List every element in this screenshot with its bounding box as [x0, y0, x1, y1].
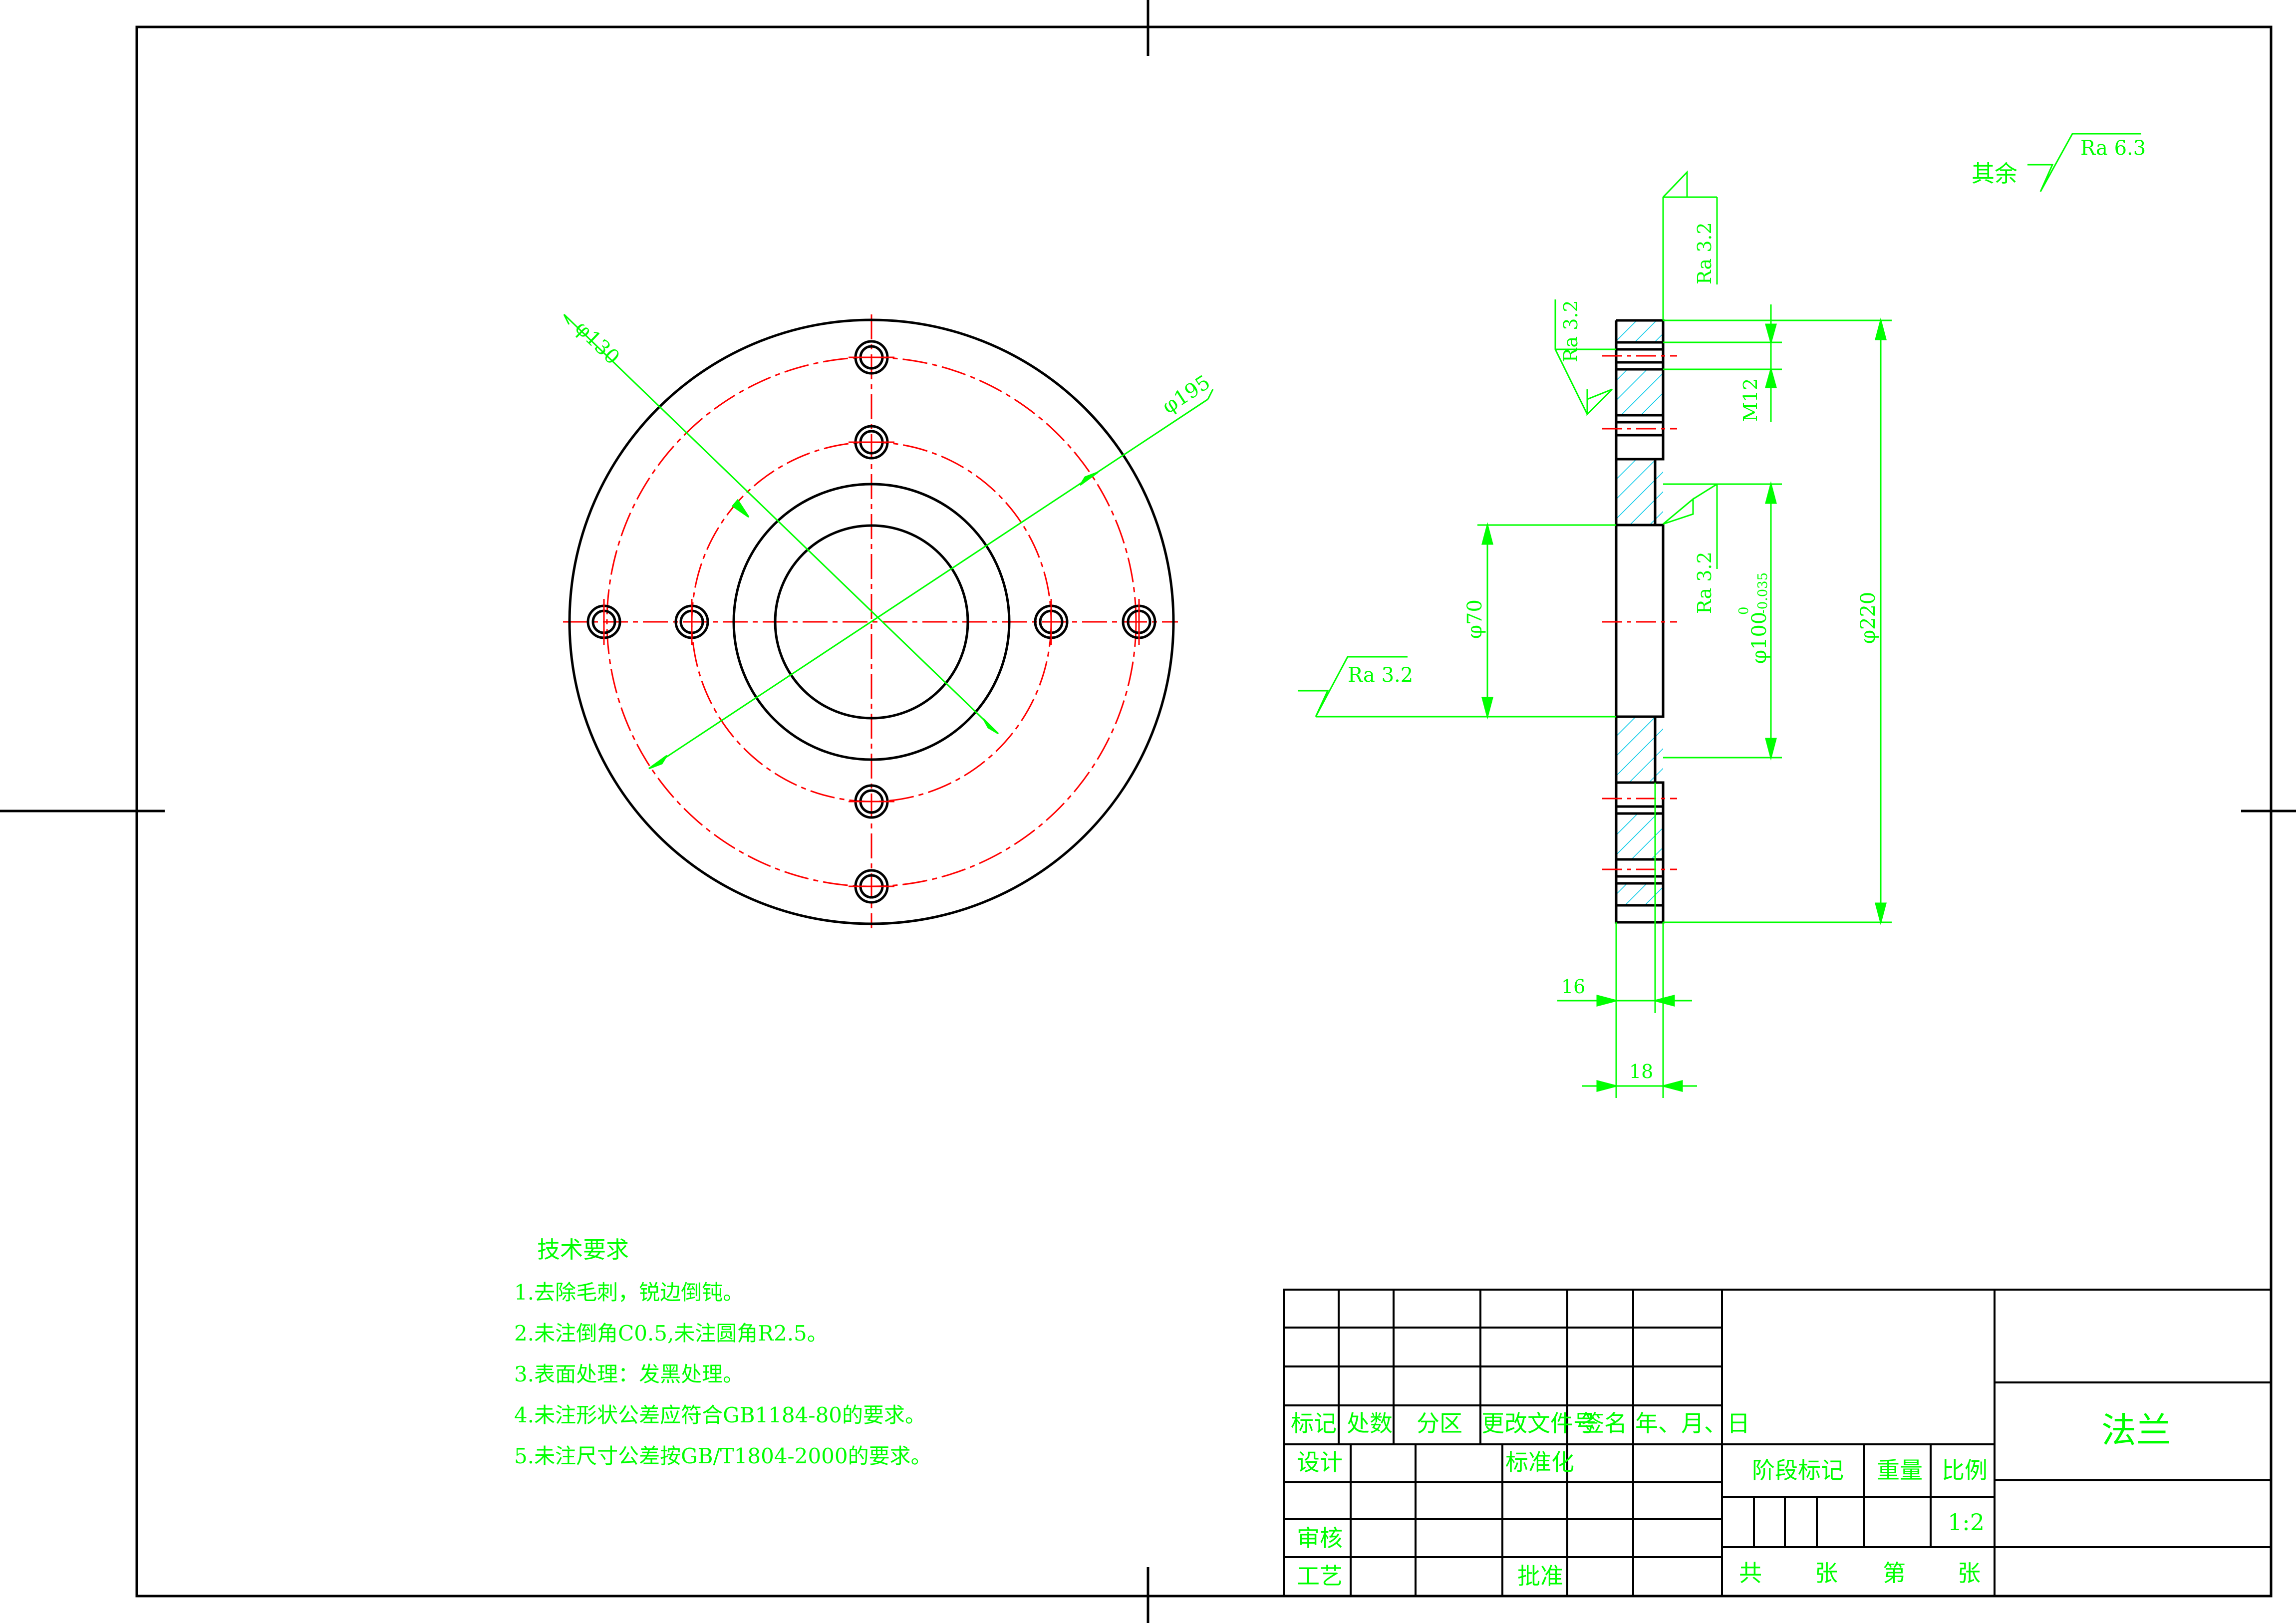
- tb-weight: 重量: [1877, 1457, 1923, 1484]
- dim-phi100-tol-lower: -0.035: [1755, 572, 1770, 614]
- tb-scale-label: 比例: [1942, 1457, 1988, 1484]
- dim-thickness-18-label: 18: [1629, 1061, 1653, 1082]
- tb-row-design: 设计: [1297, 1449, 1343, 1476]
- tech-requirement-item: 3.表面处理：发黑处理。: [514, 1362, 744, 1386]
- dim-phi100-tol-upper: 0: [1736, 606, 1751, 615]
- tb-col-count: 处数: [1347, 1410, 1393, 1437]
- surface-finish-top: Ra 3.2: [1694, 222, 1716, 284]
- tb-col-sign: 签名: [1581, 1410, 1627, 1437]
- tb-total-label: 共: [1739, 1560, 1762, 1587]
- tech-requirement-item: 4.未注形状公差应符合GB1184-80的要求。: [514, 1403, 926, 1427]
- tech-requirements-heading: 技术要求: [537, 1236, 629, 1263]
- tb-col-mark: 标记: [1291, 1410, 1337, 1437]
- surface-finish-general-value: Ra 6.3: [2080, 137, 2146, 160]
- dim-phi195-label: φ195: [1158, 371, 1214, 418]
- tb-col-date: 年、月、日: [1635, 1410, 1750, 1437]
- tb-row-review: 审核: [1297, 1525, 1343, 1552]
- tb-col-zone: 分区: [1417, 1410, 1462, 1437]
- dim-phi130-label: φ130: [571, 316, 624, 369]
- tb-sheet-label-2: 张: [1958, 1560, 1981, 1587]
- dim-thickness-16-label: 16: [1561, 976, 1585, 998]
- section-view: M12 φ70 φ100 0 -0.035 φ220 16 18: [1463, 197, 1892, 1098]
- front-dimensions: [563, 313, 1214, 770]
- tb-nth-label: 第: [1883, 1560, 1906, 1587]
- tb-part-name: 法兰: [2101, 1410, 2171, 1451]
- tb-sheet-label: 张: [1815, 1560, 1838, 1587]
- tb-scale-value: 1:2: [1948, 1509, 1985, 1536]
- front-outlines: [568, 318, 1175, 925]
- dim-phi100-label: φ100: [1748, 612, 1771, 664]
- tb-col-doc: 更改文件号: [1481, 1410, 1596, 1437]
- dim-m12-label: M12: [1739, 378, 1761, 422]
- tech-requirement-item: 5.未注尺寸公差按GB/T1804-2000的要求。: [514, 1444, 932, 1468]
- section-hatch: [1616, 320, 1663, 905]
- surface-finish-upper-left: Ra 3.2: [1560, 300, 1582, 362]
- section-centerlines: [1602, 355, 1677, 870]
- tech-requirement-item: 1.去除毛刺，锐边倒钝。: [514, 1280, 744, 1305]
- surface-finish-left-face: Ra 3.2: [1348, 664, 1413, 687]
- bolt-hole-crosshairs: [603, 356, 1140, 887]
- title-block: 标记 处数 分区 更改文件号 签名 年、月、日 设计 标准化 审核 工艺 批准 …: [1283, 1289, 2272, 1597]
- surface-finish-spigot: Ra 3.2: [1694, 551, 1716, 614]
- front-view: φ130 φ195: [563, 313, 1214, 928]
- tb-row-approve: 批准: [1517, 1563, 1563, 1590]
- dim-phi70-label: φ70: [1463, 599, 1486, 639]
- tb-stage-mark: 阶段标记: [1752, 1457, 1844, 1484]
- tech-requirement-item: 2.未注倒角C0.5,未注圆角R2.5。: [514, 1321, 828, 1346]
- tb-row-standard: 标准化: [1505, 1449, 1574, 1476]
- tb-row-process: 工艺: [1297, 1563, 1343, 1590]
- surface-finish-general-prefix: 其余: [1972, 160, 2017, 187]
- surface-finish-symbols: [1298, 133, 2141, 718]
- dim-phi220-label: φ220: [1857, 592, 1880, 644]
- section-dimensions: [1477, 197, 1892, 1098]
- tech-requirements: 技术要求 1.去除毛刺，锐边倒钝。 2.未注倒角C0.5,未注圆角R2.5。 3…: [514, 1236, 932, 1468]
